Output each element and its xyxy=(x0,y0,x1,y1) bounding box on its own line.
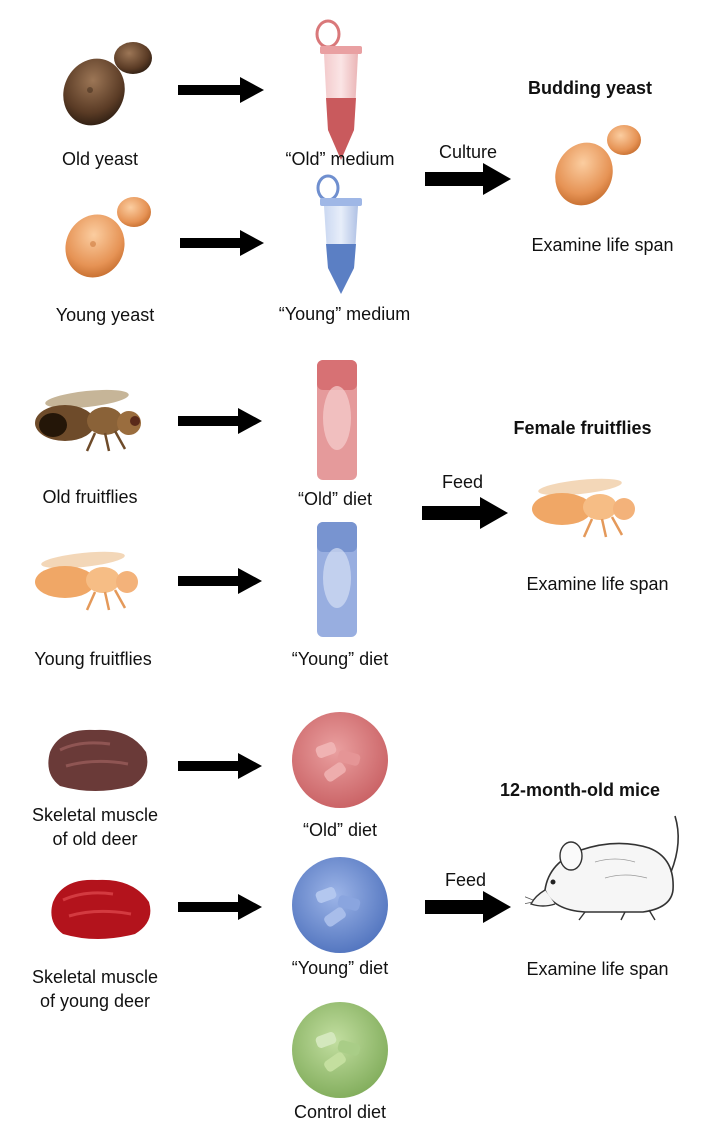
arrow-old-yeast-to-medium xyxy=(178,77,264,103)
young-deer-muscle-image xyxy=(45,872,155,944)
arrow-old-flies-to-diet xyxy=(178,408,262,434)
young-medium-tube-icon xyxy=(310,168,370,298)
culture-arrow xyxy=(425,163,511,195)
yeast-outcome-label: Examine life span xyxy=(531,235,674,255)
old-medium-tube-icon xyxy=(310,10,370,165)
old-yeast-label: Old yeast xyxy=(61,149,139,169)
mouse-feed-arrow xyxy=(425,891,511,923)
old-fruitfly-image xyxy=(25,385,150,455)
mouse-section-heading: 12-month-old mice xyxy=(499,780,660,800)
mouse-outcome-label: Examine life span xyxy=(526,959,669,979)
young-diet-label: “Young” diet xyxy=(291,649,389,669)
young-deer-muscle-label-line1: Skeletal muscle xyxy=(31,967,159,987)
young-diet-pellets-icon xyxy=(290,855,390,955)
mouse-sketch-image xyxy=(525,812,685,922)
fly-outcome-label: Examine life span xyxy=(526,574,669,594)
fly-process-label: Feed xyxy=(441,472,484,492)
old-yeast-image xyxy=(50,40,160,130)
old-diet-vial-icon xyxy=(315,358,359,483)
old-fruitflies-label: Old fruitflies xyxy=(42,487,138,507)
old-medium-label: “Old” medium xyxy=(285,149,395,169)
yeast-section-heading: Budding yeast xyxy=(527,78,652,98)
old-deer-muscle-label-line1: Skeletal muscle xyxy=(31,805,159,825)
mouse-young-diet-label: “Young” diet xyxy=(291,958,389,978)
budding-yeast-result-image xyxy=(548,118,648,213)
old-deer-muscle-image xyxy=(40,722,155,797)
young-yeast-image xyxy=(55,192,165,282)
young-medium-label: “Young” medium xyxy=(278,304,411,324)
control-diet-pellets-icon xyxy=(290,1000,390,1100)
fly-section-heading: Female fruitflies xyxy=(513,418,652,438)
young-fruitflies-label: Young fruitflies xyxy=(34,649,152,669)
arrow-young-muscle-to-diet xyxy=(178,894,262,920)
young-deer-muscle-label-line2: of young deer xyxy=(39,991,151,1011)
young-yeast-label: Young yeast xyxy=(55,305,155,325)
arrow-old-muscle-to-diet xyxy=(178,753,262,779)
young-diet-vial-icon xyxy=(315,520,359,640)
fly-feed-arrow xyxy=(422,497,508,529)
control-diet-label: Control diet xyxy=(293,1102,387,1122)
old-diet-label: “Old” diet xyxy=(297,489,373,509)
yeast-process-label: Culture xyxy=(438,142,498,162)
old-diet-pellets-icon xyxy=(290,710,390,810)
arrow-young-yeast-to-medium xyxy=(180,230,264,256)
old-deer-muscle-label-line2: of old deer xyxy=(52,829,138,849)
young-fruitfly-image xyxy=(25,548,150,613)
mouse-process-label: Feed xyxy=(444,870,487,890)
female-fruitfly-result-image xyxy=(520,475,645,540)
arrow-young-flies-to-diet xyxy=(178,568,262,594)
mouse-old-diet-label: “Old” diet xyxy=(302,820,378,840)
